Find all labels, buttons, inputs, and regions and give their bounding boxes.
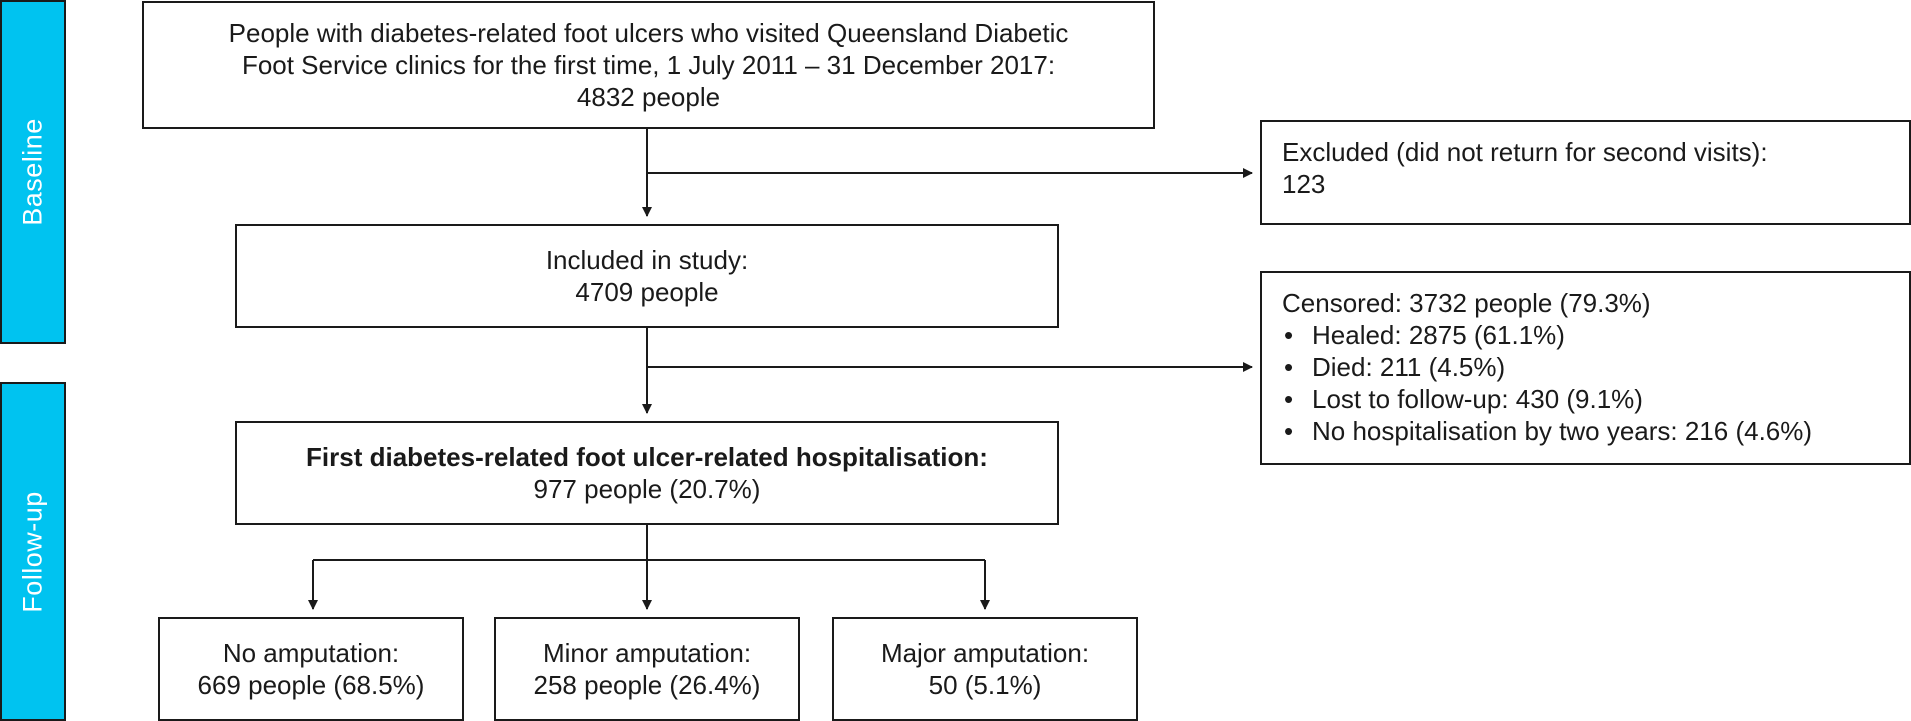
excluded-count: 123 <box>1282 169 1326 199</box>
included-count: 4709 people <box>575 277 719 307</box>
censored-item-no-hospitalisation: No hospitalisation by two years: 216 (4.… <box>1282 415 1889 447</box>
no-amputation-label: No amputation: <box>222 638 400 668</box>
major-amputation-box: Major amputation: 50 (5.1%) <box>832 617 1138 721</box>
minor-amputation-box: Minor amputation: 258 people (26.4%) <box>494 617 800 721</box>
hospitalisation-count: 977 people (20.7%) <box>533 474 761 504</box>
hospitalisation-box: First diabetes-related foot ulcer-relate… <box>235 421 1059 525</box>
censored-breakdown-list: Healed: 2875 (61.1%) Died: 211 (4.5%) Lo… <box>1282 319 1889 447</box>
no-amputation-box: No amputation: 669 people (68.5%) <box>158 617 464 721</box>
hospitalisation-label: First diabetes-related foot ulcer-relate… <box>306 442 988 472</box>
baseline-phase-band: Baseline <box>0 0 66 344</box>
excluded-box: Excluded (did not return for second visi… <box>1260 120 1911 225</box>
minor-amputation-count: 258 people (26.4%) <box>533 670 761 700</box>
no-amputation-count: 669 people (68.5%) <box>197 670 425 700</box>
major-amputation-label: Major amputation: <box>880 638 1090 668</box>
followup-phase-band: Follow-up <box>0 382 66 721</box>
included-box: Included in study: 4709 people <box>235 224 1059 328</box>
included-label: Included in study: <box>545 245 749 275</box>
initial-population-count: 4832 people <box>576 82 721 112</box>
censored-title: Censored: 3732 people (79.3%) <box>1282 288 1651 318</box>
censored-item-healed: Healed: 2875 (61.1%) <box>1282 319 1889 351</box>
censored-item-died: Died: 211 (4.5%) <box>1282 351 1889 383</box>
censored-item-lost: Lost to follow-up: 430 (9.1%) <box>1282 383 1889 415</box>
excluded-label: Excluded (did not return for second visi… <box>1282 137 1768 167</box>
censored-box: Censored: 3732 people (79.3%) Healed: 28… <box>1260 271 1911 465</box>
initial-population-line-2: Foot Service clinics for the first time,… <box>241 50 1056 80</box>
initial-population-box: People with diabetes-related foot ulcers… <box>142 1 1155 129</box>
minor-amputation-label: Minor amputation: <box>542 638 752 668</box>
major-amputation-count: 50 (5.1%) <box>928 670 1042 700</box>
initial-population-line-1: People with diabetes-related foot ulcers… <box>228 18 1069 48</box>
